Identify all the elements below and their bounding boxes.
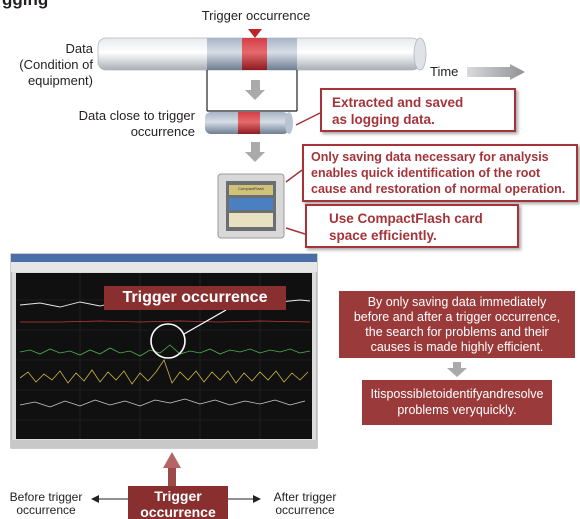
- bottom-trigger-label: Trigger occurrence: [128, 486, 228, 519]
- trigger-marker: [248, 29, 262, 38]
- down-arrow-2-stem: [251, 142, 260, 152]
- callout-cf-space: Use CompactFlash card space efficiently.: [305, 204, 519, 248]
- callout-extracted: Extracted and saved as logging data.: [320, 88, 516, 132]
- down-arrow-1-stem: [251, 80, 260, 90]
- card-label: CompactFlash: [238, 186, 264, 191]
- resolve-box: Itispossibletoidentifyandresolve problem…: [362, 380, 552, 425]
- data-label: Data (Condition of equipment): [19, 41, 93, 88]
- heading-fragment: gging: [2, 0, 48, 9]
- efficiency-box: By only saving data immediately before a…: [339, 291, 575, 358]
- time-label: Time: [430, 64, 459, 79]
- extracted-tube: [205, 112, 293, 134]
- before-trigger-label: Before trigger occurrence: [9, 490, 83, 517]
- time-arrow: [467, 64, 525, 80]
- trigger-top-label: Trigger occurrence: [201, 8, 311, 23]
- screen-trigger-label: Trigger occurrence: [104, 286, 286, 310]
- after-trigger-label: After trigger occurrence: [273, 490, 337, 517]
- down-arrow-1-icon: [245, 90, 265, 100]
- data-close-label: Data close to trigger occurrence: [78, 108, 195, 139]
- compactflash-card-icon: [217, 173, 285, 239]
- logging-screenshot: [10, 253, 318, 449]
- callout-only-saving: Only saving data necessary for analysis …: [302, 144, 578, 202]
- data-tube: [97, 37, 427, 71]
- down-arrow-2-icon: [245, 152, 265, 162]
